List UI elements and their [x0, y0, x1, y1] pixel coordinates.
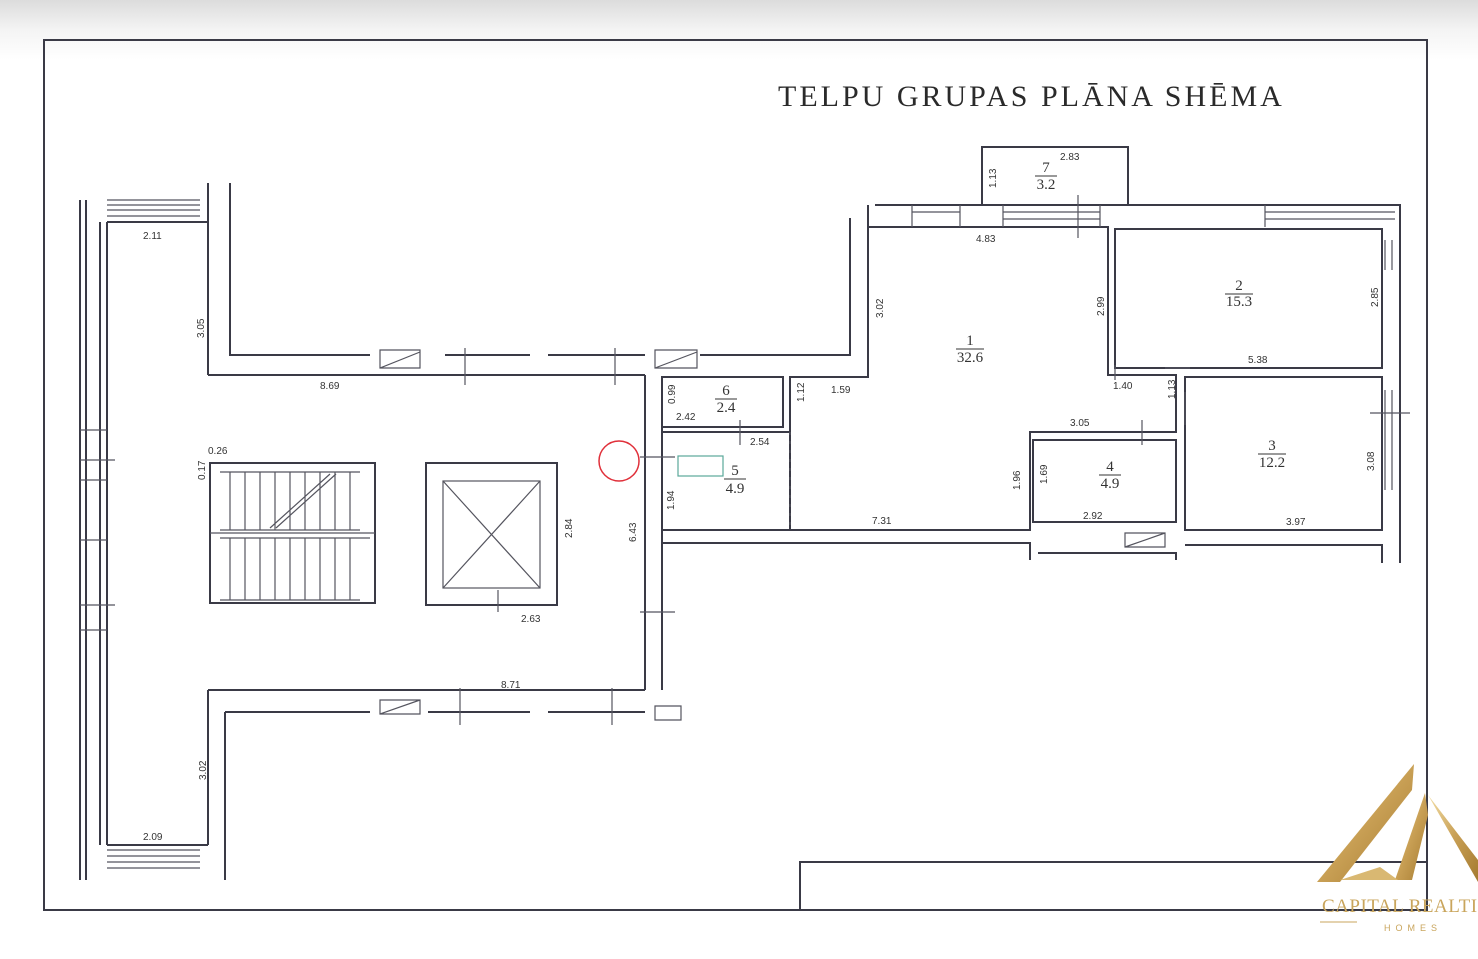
dim: 1.40: [1113, 381, 1133, 392]
dim: 3.02: [198, 760, 209, 780]
dim: 1.69: [1039, 464, 1050, 484]
location-marker: [598, 440, 640, 482]
logo-name: CAPITAL REALTIES: [1322, 896, 1478, 917]
drawing-frame: [43, 39, 1428, 911]
dim: 3.02: [875, 298, 886, 318]
capital-realties-logo: CAPITAL REALTIES HOMES: [1317, 764, 1478, 933]
dim: 3.05: [196, 318, 207, 338]
dim: 2.54: [750, 437, 770, 448]
dim: 1.13: [988, 168, 999, 188]
dim: 2.85: [1370, 287, 1381, 307]
room-5-outline: [661, 431, 791, 531]
dim: 1.59: [831, 385, 851, 396]
dimension-labels: 2.83 1.13 4.83 3.02 2.99 1.59 1.12 7.31 …: [143, 152, 1381, 843]
dim: 0.26: [208, 446, 228, 457]
dim: 1.13: [1167, 379, 1178, 399]
dim: 2.09: [143, 832, 163, 843]
logo-sub: HOMES: [1384, 923, 1442, 933]
room-labels: 132.6 215.3 312.2 44.9 54.9 62.4 73.2: [715, 160, 1286, 497]
room-6-area: 2.4: [717, 400, 736, 416]
dim: 3.05: [1070, 418, 1090, 429]
room-5-area: 4.9: [726, 481, 745, 497]
room-3-number: 3: [1268, 438, 1276, 454]
dim: 5.38: [1248, 355, 1268, 366]
room-5-number: 5: [731, 463, 739, 479]
dim: 2.84: [564, 518, 575, 538]
dim: 6.43: [628, 522, 639, 542]
dim: 1.96: [1012, 470, 1023, 490]
room-1-number: 1: [966, 333, 974, 349]
room-3-area: 12.2: [1259, 455, 1285, 471]
dim: 1.94: [666, 490, 677, 510]
room-1-area: 32.6: [957, 350, 984, 366]
dim: 4.83: [976, 234, 996, 245]
title-block: [799, 861, 1428, 911]
dim: 1.12: [796, 382, 807, 402]
dim: 3.97: [1286, 517, 1306, 528]
dim: 0.99: [667, 384, 678, 404]
room-4-outline: [1032, 439, 1177, 523]
staircase: [209, 462, 376, 604]
room-6-number: 6: [722, 383, 730, 399]
room-2-number: 2: [1235, 278, 1243, 294]
dim: 2.83: [1060, 152, 1080, 163]
room-2-area: 15.3: [1226, 294, 1252, 310]
room-4-area: 4.9: [1101, 476, 1120, 492]
bathtub-icon: [677, 455, 724, 477]
dim: 2.42: [676, 412, 696, 423]
dim: 2.63: [521, 614, 541, 625]
dim: 3.08: [1366, 451, 1377, 471]
room-7-area: 3.2: [1037, 177, 1056, 193]
stair-corridor-walls: [79, 183, 869, 880]
room-4-number: 4: [1106, 459, 1114, 475]
plan-title: TELPU GRUPAS PLĀNA SHĒMA: [778, 80, 1285, 113]
elevator-shaft: [425, 462, 558, 612]
room-6-outline: [661, 376, 784, 428]
dim: 0.17: [197, 460, 208, 480]
dim: 2.99: [1096, 296, 1107, 316]
dim: 8.71: [501, 680, 521, 691]
dim: 7.31: [872, 516, 892, 527]
dim: 8.69: [320, 381, 340, 392]
dim: 2.92: [1083, 511, 1103, 522]
room-2-outline: [1114, 228, 1383, 369]
room-3-outline: [1184, 376, 1383, 531]
apartment-walls: [640, 146, 1410, 563]
room-7-number: 7: [1042, 160, 1050, 176]
dim: 2.11: [143, 231, 162, 242]
